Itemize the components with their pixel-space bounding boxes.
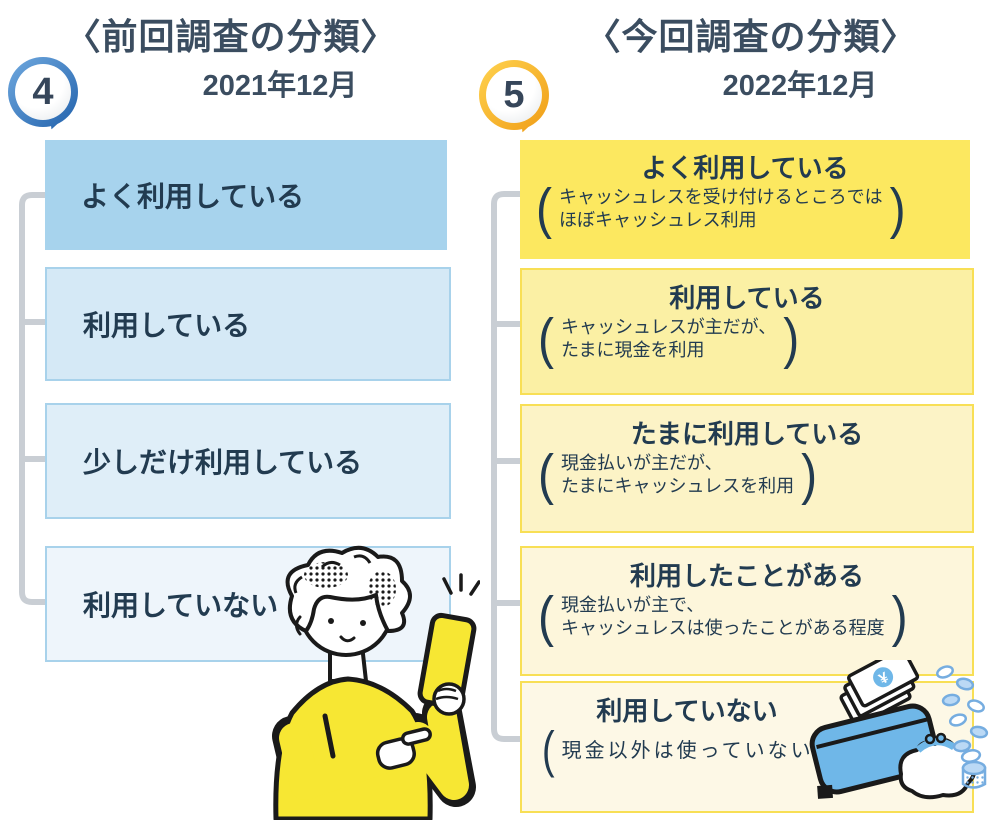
open-paren: (: [538, 444, 554, 506]
current-survey-title: 〈今回調査の分類〉: [584, 16, 918, 57]
close-paren: ): [891, 586, 908, 648]
category-label: よく利用している: [641, 153, 849, 183]
previous-survey-title: 〈前回調査の分類〉: [64, 16, 398, 57]
wallet-coins-illustration: ¥: [809, 660, 989, 800]
person-smartphone-illustration: [272, 545, 480, 820]
category-note: ( 現金払いが主だが、 たまにキャッシュレスを利用 ): [538, 444, 818, 506]
category-label: 利用したことがある: [629, 561, 864, 591]
badge-4-number: 4: [32, 71, 54, 113]
category-label: よく利用している: [81, 181, 305, 212]
open-paren: (: [536, 178, 552, 240]
badge-5-number: 5: [503, 74, 525, 116]
category-note: ( キャッシュレスが主だが、 たまに現金を利用 ): [538, 308, 800, 370]
cur-category-often-used: よく利用している ( キャッシュレスを受け付けるところでは ほぼキャッシュレス利…: [520, 140, 970, 259]
coins-icon: [936, 665, 989, 753]
category-note: ( 現金払いが主で、 キャッシュレスは使ったことがある程度 ): [538, 586, 908, 648]
category-note: ( キャッシュレスを受け付けるところでは ほぼキャッシュレス利用 ): [536, 178, 906, 240]
prev-category-often-used: よく利用している: [45, 140, 447, 250]
halftone-hair-patch: [304, 562, 348, 588]
banknotes-icon: ¥: [839, 660, 920, 728]
category-label: 利用していない: [83, 590, 279, 621]
halftone-hair-patch: [368, 571, 396, 607]
close-paren: ): [889, 178, 906, 240]
prev-category-used: 利用している: [45, 267, 451, 381]
open-paren: (: [542, 722, 555, 780]
open-paren: (: [538, 308, 554, 370]
cur-category-sometimes-used: たまに利用している ( 現金払いが主だが、 たまにキャッシュレスを利用 ): [520, 404, 974, 533]
close-paren: ): [783, 308, 800, 370]
coin-stack-icon: [960, 749, 987, 789]
cur-category-have-used: 利用したことがある ( 現金払いが主で、 キャッシュレスは使ったことがある程度 …: [520, 546, 974, 676]
category-label: 利用している: [83, 310, 251, 341]
category-label: 少しだけ利用している: [83, 447, 363, 478]
badge-5: 5: [479, 60, 549, 130]
cur-category-used: 利用している ( キャッシュレスが主だが、 たまに現金を利用 ): [520, 268, 974, 395]
category-label: たまに利用している: [630, 419, 864, 449]
coin-purse-icon: [898, 732, 976, 800]
category-label: 利用している: [669, 283, 825, 313]
badge-4: 4: [8, 57, 78, 127]
pointing-hand-icon: [375, 727, 432, 770]
prev-category-used-a-little: 少しだけ利用している: [45, 403, 451, 519]
open-paren: (: [538, 586, 554, 648]
category-label: 利用していない: [596, 696, 778, 726]
tap-sparkle-icon: [442, 573, 480, 596]
close-paren: ): [801, 444, 818, 506]
current-survey-date: 2022年12月: [722, 70, 878, 102]
previous-survey-date: 2021年12月: [202, 70, 358, 102]
